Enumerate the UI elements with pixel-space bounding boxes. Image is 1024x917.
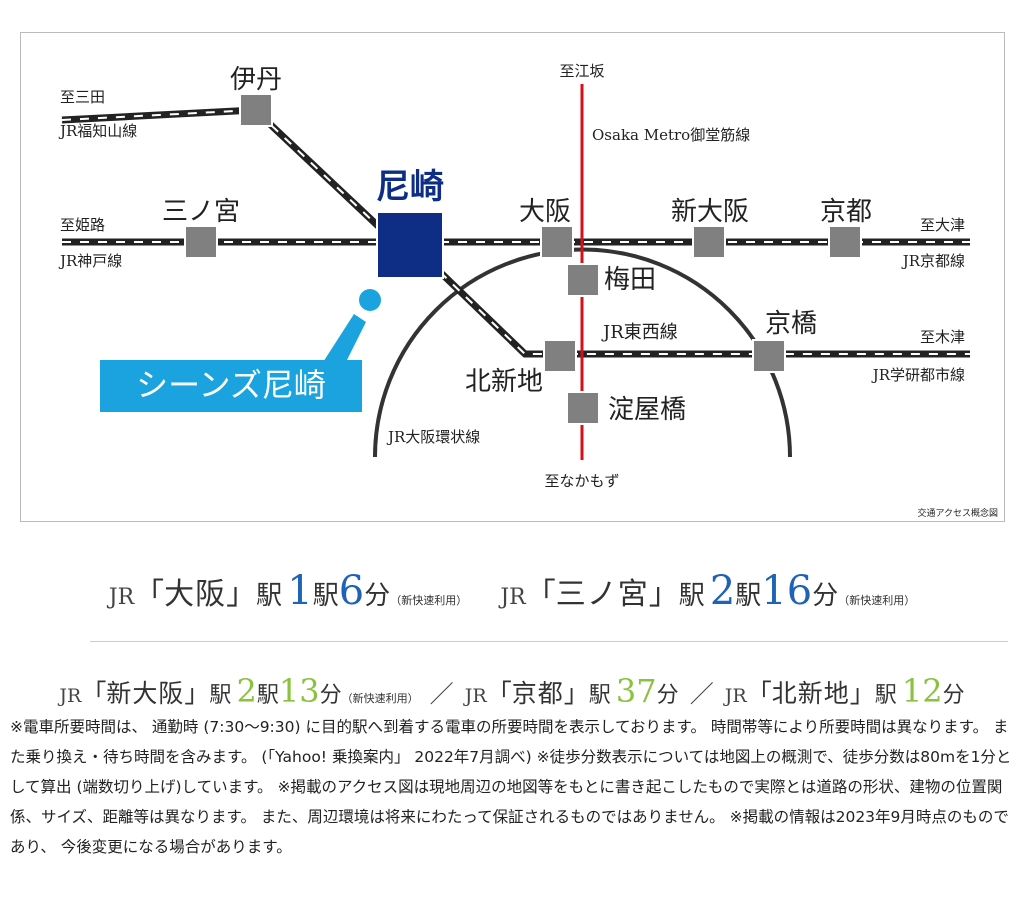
minutes-unit: 分 [319,683,342,708]
station-suffix: 駅 [588,683,611,708]
access-shinosaka: JR「新大阪」駅 2駅13分（新快速利用） [59,672,418,710]
line-loop-label: JR大阪環状線 [386,428,480,446]
station-shinosaka-label: 新大阪 [671,197,749,227]
service-note: （新快速利用） [838,594,916,607]
station-umeda-label: 梅田 [604,265,656,295]
direction-otsu: 至大津 [920,216,965,234]
station-yodoyabashi-label: 淀屋橋 [608,395,686,425]
station-name: 北新地 [771,679,850,708]
bracket-open: 「 [134,577,165,612]
station-name: 京都 [511,679,564,708]
direction-kizu: 至木津 [920,328,965,346]
line-name: JR [500,585,526,610]
minutes-unit: 分 [656,683,679,708]
line-midosuji-label: Osaka Metro御堂筋線 [592,126,750,144]
station-kyoto-marker [828,225,862,259]
primary-access-times: JR「大阪」駅 1駅6分（新快速利用） JR「三ノ宮」駅 2駅16分（新快速利用… [0,568,1024,614]
bracket-close: 」 [849,679,875,708]
line-gakkentoshi-label: JR学研都市線 [871,366,965,384]
station-kyoto-label: 京都 [820,197,872,227]
bracket-close: 」 [226,577,257,612]
line-name: JR [464,685,487,707]
bracket-close: 」 [648,577,679,612]
direction-sanda: 至三田 [60,88,105,106]
station-yodoyabashi-marker [566,391,600,425]
property-location-dot [359,289,381,311]
station-sannomiya-label: 三ノ宮 [162,197,240,227]
bracket-open: 「 [746,679,772,708]
line-fukuchiyama-label: JR福知山線 [58,122,137,140]
station-shinosaka-marker [692,225,726,259]
station-kitashinchi-marker [543,339,577,373]
direction-himeji: 至姫路 [60,216,105,234]
line-tozai-label: JR東西線 [601,322,678,343]
separator: ／ [429,680,454,708]
station-itami-label: 伊丹 [230,65,282,95]
stop-unit: 駅 [312,581,339,611]
station-sannomiya-marker [184,225,218,259]
minutes-unit: 分 [812,581,839,611]
station-suffix: 駅 [874,683,897,708]
station-suffix: 駅 [256,581,283,611]
minutes-unit: 分 [942,683,965,708]
bracket-open: 「 [81,679,107,708]
map-caption: 交通アクセス概念図 [917,507,998,519]
section-divider [90,641,1008,642]
stop-unit: 駅 [256,683,279,708]
station-name: 大阪 [164,577,227,612]
line-name: JR [108,585,135,610]
access-kyoto: JR「京都」駅 37分 [465,672,679,710]
line-name: JR [59,685,82,707]
separator: ／ [689,680,714,708]
travel-minutes: 12 [901,672,943,710]
station-suffix: 駅 [678,581,705,611]
stop-unit: 駅 [735,581,762,611]
service-note: （新快速利用） [390,594,468,607]
station-osaka-label: 大阪 [519,197,571,227]
station-markers [184,93,862,425]
minutes-unit: 分 [364,581,391,611]
direction-nakamozu: 至なかもず [544,472,619,490]
station-kyobashi-label: 京橋 [765,309,817,339]
bracket-open: 「 [525,577,556,612]
property-callout-box [100,360,362,412]
direction-esaka: 至江坂 [559,62,604,80]
service-note: （新快速利用） [341,692,419,705]
line-kyoto-label: JR京都線 [901,252,965,270]
station-osaka-marker [540,225,574,259]
travel-minutes: 37 [615,672,657,710]
access-osaka: JR「大阪」駅 1駅6分（新快速利用） [109,568,467,614]
secondary-access-times: JR「新大阪」駅 2駅13分（新快速利用） ／ JR「京都」駅 37分 ／ JR… [0,672,1024,710]
route-map: シーンズ尼崎 伊丹 三ノ宮 尼崎 大阪 新大阪 京都 梅田 京橋 北新地 淀屋橋… [20,32,1005,522]
bracket-open: 「 [486,679,512,708]
station-amagasaki-marker [376,211,444,279]
station-kyobashi-marker [752,339,786,373]
travel-minutes: 13 [278,672,320,710]
station-name: 新大阪 [106,679,185,708]
line-kobe-label: JR神戸線 [58,252,122,270]
disclaimer-notes: ※電車所要時間は、 通勤時 (7:30〜9:30) に目的駅へ到着する電車の所要… [10,718,1012,856]
line-name: JR [724,685,747,707]
station-name: 三ノ宮 [555,577,649,612]
travel-minutes: 16 [761,568,813,614]
station-kitashinchi-label: 北新地 [465,367,543,397]
access-sannomiya: JR「三ノ宮」駅 2駅16分（新快速利用） [500,568,915,614]
property-name: シーンズ尼崎 [136,366,326,404]
bracket-close: 」 [563,679,589,708]
travel-minutes: 6 [338,568,365,614]
stop-count: 2 [236,672,257,710]
property-callout-pointer [318,314,366,370]
map-frame [20,32,1005,522]
access-kitashinchi: JR「北新地」駅 12分 [725,672,965,710]
stop-count: 2 [709,568,736,614]
station-umeda-marker [566,263,600,297]
station-itami-marker [239,93,273,127]
bracket-close: 」 [184,679,210,708]
station-suffix: 駅 [209,683,232,708]
station-amagasaki-label: 尼崎 [376,167,444,207]
stop-count: 1 [287,568,313,614]
